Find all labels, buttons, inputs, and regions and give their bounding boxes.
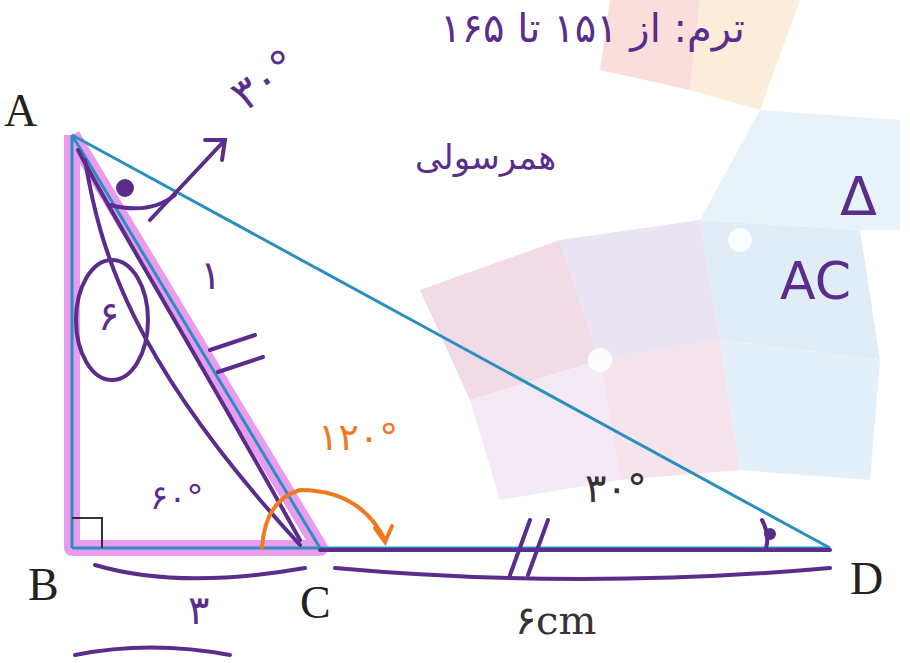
triangle-sides [72, 135, 830, 548]
right-angle-mark [72, 518, 102, 548]
angle-label: ۳۰° [585, 468, 647, 508]
note-text: Δ [840, 170, 877, 224]
note-text: AC [780, 255, 851, 307]
angle-arc [262, 490, 385, 548]
angle-label: ۳۰° [224, 42, 306, 118]
length-label: ۶cm [515, 600, 596, 640]
vertex-label: C [300, 580, 331, 626]
angle-label: ۱۲۰° [318, 418, 398, 456]
length-label: ۳ [188, 590, 209, 630]
length-label: ۶ [98, 296, 119, 336]
handwriting [75, 140, 830, 655]
watermark [420, 0, 900, 500]
length-label: ۱ [200, 255, 221, 295]
vertex-label: D [850, 556, 883, 602]
note-text: ترم: از ۱۵۱ تا ۱۶۵ [440, 8, 745, 48]
note-text: همرسولی [415, 140, 556, 174]
angle-label: ۶۰° [150, 480, 204, 514]
vertex-label: A [4, 88, 37, 134]
vertex-label: B [28, 562, 59, 608]
